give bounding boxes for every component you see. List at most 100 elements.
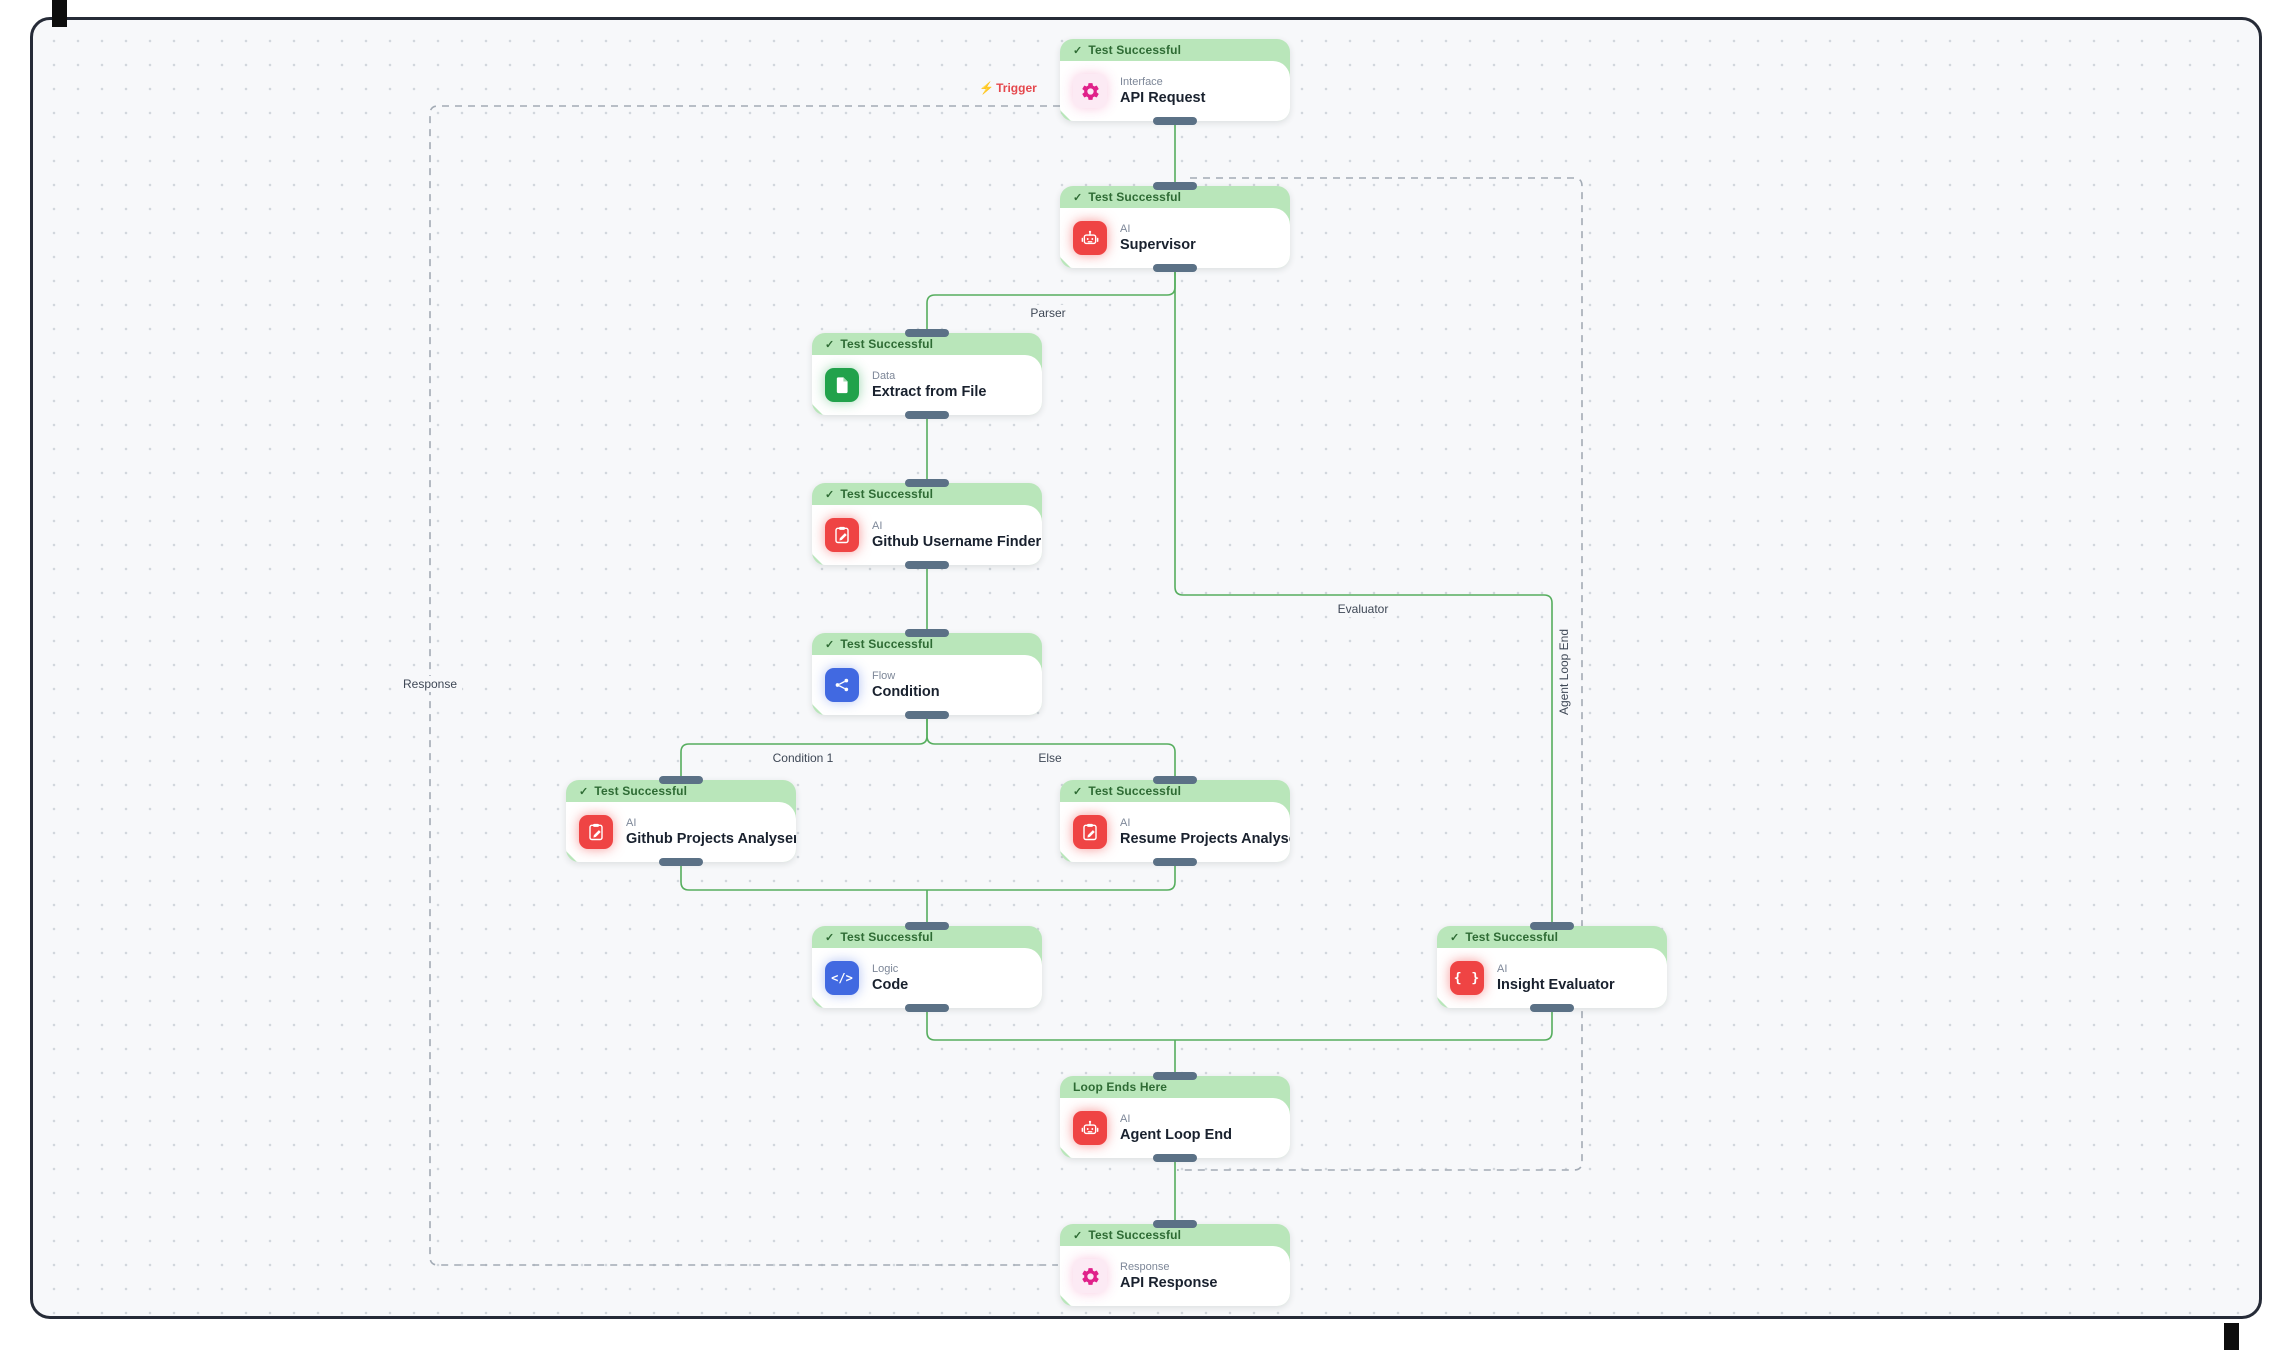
check-icon: ✓ bbox=[1073, 191, 1083, 204]
connector-handle[interactable] bbox=[1153, 117, 1197, 125]
connector-handle[interactable] bbox=[1153, 182, 1197, 190]
node-category: Response bbox=[1120, 1261, 1170, 1273]
node-title: Resume Projects Analyse bbox=[1120, 831, 1297, 847]
share-icon bbox=[825, 668, 859, 702]
node-title: API Response bbox=[1120, 1275, 1218, 1291]
connector-handle[interactable] bbox=[1530, 1004, 1574, 1012]
file-icon bbox=[825, 368, 859, 402]
check-icon: ✓ bbox=[1073, 785, 1083, 798]
node-status-text: Test Successful bbox=[1088, 784, 1182, 798]
connector-handle[interactable] bbox=[905, 411, 949, 419]
connector-handle[interactable] bbox=[905, 329, 949, 337]
connector-handle[interactable] bbox=[905, 1004, 949, 1012]
edge-label-agent-loop-end-label: Agent Loop End bbox=[1556, 623, 1572, 721]
node-title: Extract from File bbox=[872, 384, 987, 400]
edge-supervisor-to-insight-evaluator[interactable] bbox=[1174, 268, 1553, 926]
edge-response-loop[interactable] bbox=[429, 105, 1060, 1266]
edge-label-text: Response bbox=[402, 677, 458, 691]
node-title: Github Projects Analyser bbox=[626, 831, 799, 847]
connector-handle[interactable] bbox=[905, 479, 949, 487]
node-status-badge: ✓ Test Successful bbox=[1060, 39, 1290, 61]
edge-supervisor-to-extract-from-file[interactable] bbox=[926, 268, 1176, 333]
node-category: Data bbox=[872, 370, 896, 382]
node-category: AI bbox=[872, 520, 883, 532]
edge-agent-loop-back[interactable] bbox=[1177, 177, 1583, 1171]
node-status-badge: ✓Test Successful bbox=[566, 780, 796, 802]
connector-handle[interactable] bbox=[659, 776, 703, 784]
connector-handle[interactable] bbox=[1153, 1154, 1197, 1162]
clipboard-pen-icon bbox=[579, 815, 613, 849]
connector-handle[interactable] bbox=[905, 629, 949, 637]
check-icon: ✓ bbox=[1073, 44, 1083, 57]
edge-condition-to-resume-projects[interactable] bbox=[926, 715, 1176, 780]
connector-handle[interactable] bbox=[1153, 1072, 1197, 1080]
node-status-badge: ✓Test Successful bbox=[812, 483, 1042, 505]
check-icon: ✓ bbox=[825, 931, 835, 944]
check-icon: ✓ bbox=[825, 638, 835, 651]
node-status-text: Test Successful bbox=[1088, 43, 1182, 57]
edge-label-evaluator: Evaluator bbox=[1332, 601, 1394, 617]
edge-code-evaluator-merge[interactable] bbox=[926, 1008, 1553, 1041]
node-title: API Request bbox=[1120, 90, 1206, 106]
connector-handle[interactable] bbox=[905, 711, 949, 719]
node-title: Agent Loop End bbox=[1120, 1127, 1232, 1143]
node-category: AI bbox=[1120, 817, 1131, 829]
edge-label-parser: Parser bbox=[1025, 305, 1071, 321]
node-status-text: Loop Ends Here bbox=[1073, 1080, 1168, 1094]
edge-label-response: Response bbox=[397, 676, 463, 692]
clipboard-pen-icon bbox=[1073, 815, 1107, 849]
edge-branches-merge[interactable] bbox=[680, 862, 1176, 891]
node-category: AI bbox=[1120, 223, 1131, 235]
connector-handle[interactable] bbox=[1153, 776, 1197, 784]
node-status-text: Test Successful bbox=[1088, 1228, 1182, 1242]
edge-label-else: Else bbox=[1033, 750, 1067, 766]
lightning-icon: ⚡ bbox=[979, 81, 995, 95]
edge-label-text: Trigger bbox=[996, 81, 1037, 95]
connector-handle[interactable] bbox=[1153, 264, 1197, 272]
node-status-text: Test Successful bbox=[840, 487, 934, 501]
edge-label-text: Parser bbox=[1030, 306, 1066, 320]
node-status-badge: ✓Test Successful bbox=[1437, 926, 1667, 948]
node-status-badge: ✓Test Successful bbox=[812, 333, 1042, 355]
node-title: Condition bbox=[872, 684, 940, 700]
clipboard-pen-icon bbox=[825, 518, 859, 552]
edge-condition-to-github-projects[interactable] bbox=[680, 715, 928, 780]
connector-handle[interactable] bbox=[1153, 858, 1197, 866]
connector-handle[interactable] bbox=[905, 561, 949, 569]
edge-label-text: Evaluator bbox=[1337, 602, 1389, 616]
connector-handle[interactable] bbox=[905, 922, 949, 930]
connector-handle[interactable] bbox=[659, 858, 703, 866]
node-status-badge: ✓Test Successful bbox=[1060, 186, 1290, 208]
node-status-badge: ✓Test Successful bbox=[812, 926, 1042, 948]
check-icon: ✓ bbox=[825, 338, 835, 351]
top-left-mark bbox=[52, 0, 67, 27]
edge-label-text: Agent Loop End bbox=[1557, 628, 1571, 716]
edge-label-text: Else bbox=[1038, 751, 1062, 765]
connector-handle[interactable] bbox=[1153, 1220, 1197, 1228]
connector-handle[interactable] bbox=[1530, 922, 1574, 930]
